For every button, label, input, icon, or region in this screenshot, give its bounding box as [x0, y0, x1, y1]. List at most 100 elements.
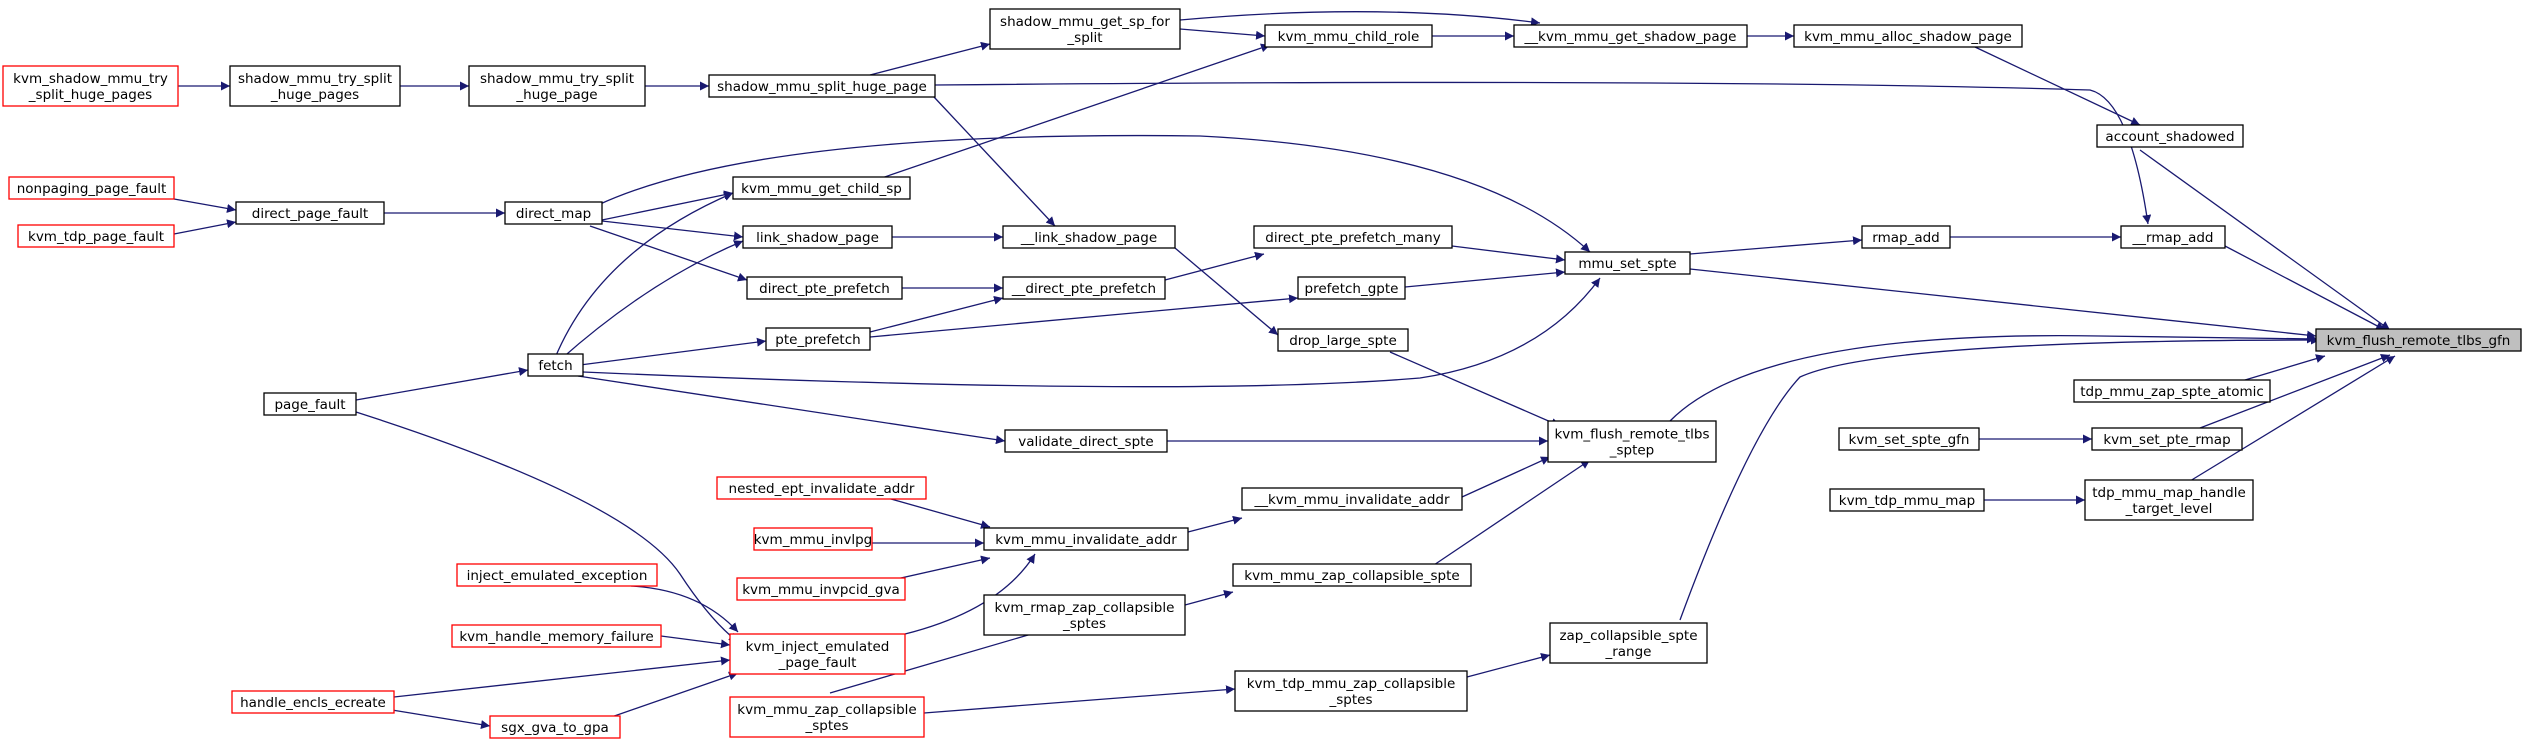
node-set-pte-rmap[interactable]: kvm_set_pte_rmap [2091, 427, 2243, 451]
node-nonpaging-page-fault[interactable]: nonpaging_page_fault [8, 176, 175, 200]
node-box [1253, 225, 1453, 249]
node-tdp-mmu-zap-collapsible[interactable]: kvm_tdp_mmu_zap_collapsible_sptes [1234, 670, 1468, 712]
node-box [742, 225, 893, 249]
edge-fetch-to-getchildsp [554, 192, 734, 359]
node-label: direct_pte_prefetch_many [1265, 230, 1440, 246]
node-box [231, 690, 395, 714]
node-pte-prefetch[interactable]: pte_prefetch [765, 327, 871, 351]
edge-rmapzap-to-zapcollapsiblespte [1184, 590, 1234, 606]
node-box [2315, 328, 2522, 352]
edge-ecreate-to-sgxgvatogpa [391, 709, 491, 729]
node-box [736, 577, 906, 601]
node-mmu-set-spte[interactable]: mmu_set_spte [1564, 251, 1691, 275]
edge-zapcollapsiblespte-to-sptep [1424, 459, 1591, 572]
node-validate-direct-spte[interactable]: validate_direct_spte [1004, 429, 1168, 453]
node-box [2120, 225, 2226, 249]
node-rmap-zap-collapsible[interactable]: kvm_rmap_zap_collapsible_sptes [983, 594, 1186, 636]
node-box [729, 633, 906, 675]
node-tdp-zap-spte-atomic[interactable]: tdp_mmu_zap_spte_atomic [2073, 379, 2271, 403]
edge-fetch-to-pteprefetch [579, 337, 767, 366]
node-label: account_shadowed [2105, 129, 2234, 145]
node-label: kvm_tdp_mmu_zap_collapsible_sptes [1247, 676, 1456, 708]
edge-rmapadd2-to-root [2224, 245, 2386, 331]
node-account-shadowed[interactable]: account_shadowed [2096, 124, 2244, 148]
node-flush-remote-tlbs-gfn[interactable]: kvm_flush_remote_tlbs_gfn [2315, 328, 2522, 352]
node-zap-collapsible-spte-range[interactable]: zap_collapsible_spte_range [1549, 622, 1708, 664]
edge-fetch-to-validatedirectspte [577, 375, 1006, 445]
edge-zaprange-to-root [1679, 335, 2321, 621]
node-label: kvm_mmu_invpcid_gva [742, 582, 900, 598]
node-label: kvm_mmu_child_role [1278, 29, 1420, 45]
node-mmu-invpcid-gva[interactable]: kvm_mmu_invpcid_gva [736, 577, 906, 601]
node-child-role[interactable]: kvm_mmu_child_role [1264, 24, 1433, 48]
node-get-sp-for-split[interactable]: shadow_mmu_get_sp_for_split [989, 8, 1181, 50]
node-shadow-try-split-red[interactable]: kvm_shadow_mmu_try_split_huge_pages [2, 65, 179, 107]
node-label: kvm_flush_remote_tlbs_sptep [1554, 427, 1709, 459]
edge-nonpaging-to-directpagefault [173, 198, 237, 213]
edge-nestedept-to-invalidateaddr [883, 496, 991, 529]
node-label: __kvm_mmu_get_shadow_page [1524, 29, 1737, 45]
node-flush-remote-tlbs-sptep[interactable]: kvm_flush_remote_tlbs_sptep [1547, 420, 1717, 463]
edge-invalidateaddr2-to-sptep [1461, 456, 1551, 498]
node-label: tdp_mmu_zap_spte_atomic [2080, 384, 2264, 400]
node-box [2, 65, 179, 107]
edge-alloc-to-account [1974, 46, 2141, 126]
edge-tdpzapatomic-to-root [2234, 354, 2326, 384]
node-box [1829, 488, 1985, 512]
node-box [983, 594, 1186, 636]
node-shadow-try-split-page[interactable]: shadow_mmu_try_split_huge_page [468, 65, 646, 107]
node-label: direct_map [516, 206, 591, 222]
node-handle-memory-failure[interactable]: kvm_handle_memory_failure [451, 624, 662, 648]
node-box [1861, 225, 1951, 249]
node-direct-pte-prefetch[interactable]: direct_pte_prefetch [746, 276, 903, 300]
node-prefetch-gpte[interactable]: prefetch_gpte [1297, 276, 1406, 300]
node-fetch[interactable]: fetch [527, 353, 584, 377]
edge-account-to-root [2139, 149, 2391, 331]
node-link-shadow-page[interactable]: link_shadow_page [742, 225, 893, 249]
node-sgx-gva-to-gpa[interactable]: sgx_gva_to_gpa [489, 715, 621, 739]
node-label: kvm_shadow_mmu_try_split_huge_pages [13, 71, 168, 103]
node-inject-emulated-page-fault[interactable]: kvm_inject_emulated_page_fault [729, 633, 906, 675]
node-mmu-zap-collapsible-spte[interactable]: kvm_mmu_zap_collapsible_spte [1232, 563, 1472, 587]
node-alloc-shadow-page[interactable]: kvm_mmu_alloc_shadow_page [1793, 24, 2023, 48]
node-page-fault[interactable]: page_fault [263, 392, 357, 416]
node-label: link_shadow_page [756, 230, 879, 246]
node-box [716, 476, 927, 500]
node-direct-map[interactable]: direct_map [504, 201, 603, 225]
node-get-shadow-page[interactable]: __kvm_mmu_get_shadow_page [1513, 24, 1748, 48]
node-tdp-page-fault[interactable]: kvm_tdp_page_fault [17, 224, 175, 248]
edge-link2-to-droplargespte [1174, 247, 1279, 336]
node-tdp-mmu-map[interactable]: kvm_tdp_mmu_map [1829, 488, 1985, 512]
node-box [989, 8, 1181, 50]
edge-directmap-to-mmusetspte [597, 134, 1591, 253]
node-set-spte-gfn[interactable]: kvm_set_spte_gfn [1838, 427, 1980, 451]
node-direct-page-fault[interactable]: direct_page_fault [235, 201, 385, 225]
node-rmap-add[interactable]: rmap_add [1861, 225, 1951, 249]
node-mmu-invalidate-addr2[interactable]: __kvm_mmu_invalidate_addr [1241, 487, 1463, 511]
node-direct-pte-prefetch-many[interactable]: direct_pte_prefetch_many [1253, 225, 1453, 249]
node-shadow-split-huge-page[interactable]: shadow_mmu_split_huge_page [708, 74, 936, 98]
node-get-child-sp[interactable]: kvm_mmu_get_child_sp [732, 176, 911, 200]
node-mmu-zap-collapsible-sptes[interactable]: kvm_mmu_zap_collapsible_sptes [729, 696, 925, 738]
node-box [1549, 622, 1708, 664]
node-link-shadow-page2[interactable]: __link_shadow_page [1002, 225, 1176, 249]
node-direct-pte-prefetch2[interactable]: __direct_pte_prefetch [1002, 276, 1166, 300]
node-mmu-invalidate-addr[interactable]: kvm_mmu_invalidate_addr [983, 527, 1189, 551]
edge-getspforsplit-to-childrole [1179, 28, 1266, 40]
node-drop-large-spte[interactable]: drop_large_spte [1277, 328, 1409, 352]
node-box [1277, 328, 1409, 352]
node-rmap-add2[interactable]: __rmap_add [2120, 225, 2226, 249]
node-handle-encls-ecreate[interactable]: handle_encls_ecreate [231, 690, 395, 714]
node-box [2084, 479, 2254, 521]
edge-directpteprefetch2-to-many [1164, 251, 1265, 281]
node-box [527, 353, 584, 377]
node-nested-ept-invalidate[interactable]: nested_ept_invalidate_addr [716, 476, 927, 500]
edge-droplargespte-to-sptep [1389, 351, 1561, 427]
node-box [235, 201, 385, 225]
node-mmu-invlpg[interactable]: kvm_mmu_invlpg [753, 527, 873, 551]
node-inject-emulated-exception[interactable]: inject_emulated_exception [456, 563, 658, 587]
node-tdp-map-handle[interactable]: tdp_mmu_map_handle_target_level [2084, 479, 2254, 521]
edge-getchildsp-to-childrole [869, 43, 1271, 183]
node-label: kvm_handle_memory_failure [459, 629, 653, 645]
node-shadow-try-split-pages[interactable]: shadow_mmu_try_split_huge_pages [229, 65, 401, 107]
